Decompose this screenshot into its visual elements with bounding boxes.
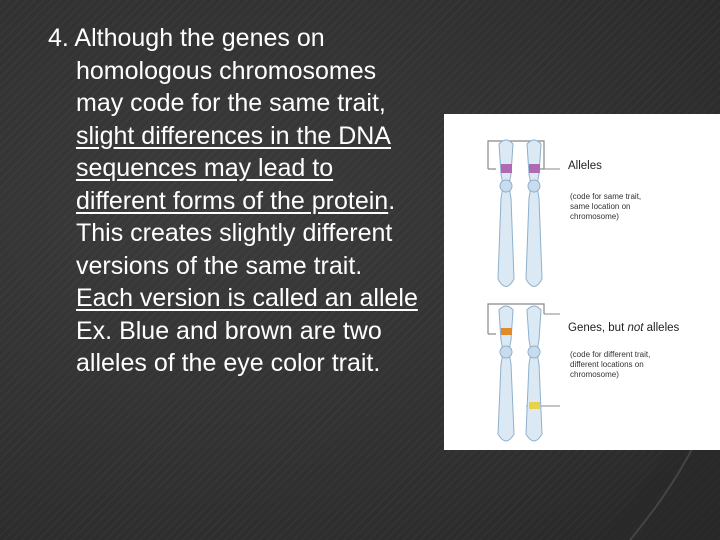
chromosome-bottom-right — [525, 305, 543, 442]
body-line: Each version is called an allele — [76, 284, 418, 312]
genes-note: (code for different trait, different loc… — [570, 350, 651, 379]
body-line: This creates slightly different — [76, 219, 393, 247]
chromosome-bottom-left — [497, 305, 515, 442]
body-line: homologous chromosomes — [76, 56, 377, 85]
genes-not-alleles-label: Genes, but not alleles — [568, 322, 680, 334]
slide-body-text: 4. Although the genes on homologous chrom… — [48, 22, 468, 380]
body-line: Ex. Blue and brown are two — [76, 316, 382, 345]
body-line: sequences may lead to — [76, 154, 334, 182]
body-line: slight differences in the DNA — [76, 121, 391, 150]
alleles-note: (code for same trait, same location on c… — [570, 192, 642, 221]
gene-bracket — [487, 303, 545, 334]
body-line: alleles of the eye color trait. — [76, 349, 381, 377]
alleles-label: Alleles — [568, 160, 602, 172]
body-line: versions of the same trait. — [76, 251, 363, 280]
chromosome-top-right — [525, 139, 543, 287]
body-line: different forms of the protein. — [76, 186, 396, 215]
body-line: may code for the same trait, — [76, 89, 386, 117]
chromosome-diagram — [487, 139, 560, 442]
allele-bracket — [487, 140, 545, 169]
body-line: 4. Although the genes on — [48, 24, 325, 52]
chromosome-figure: Alleles (code for same trait, same locat… — [444, 114, 720, 450]
chromosome-top-left — [497, 139, 515, 287]
